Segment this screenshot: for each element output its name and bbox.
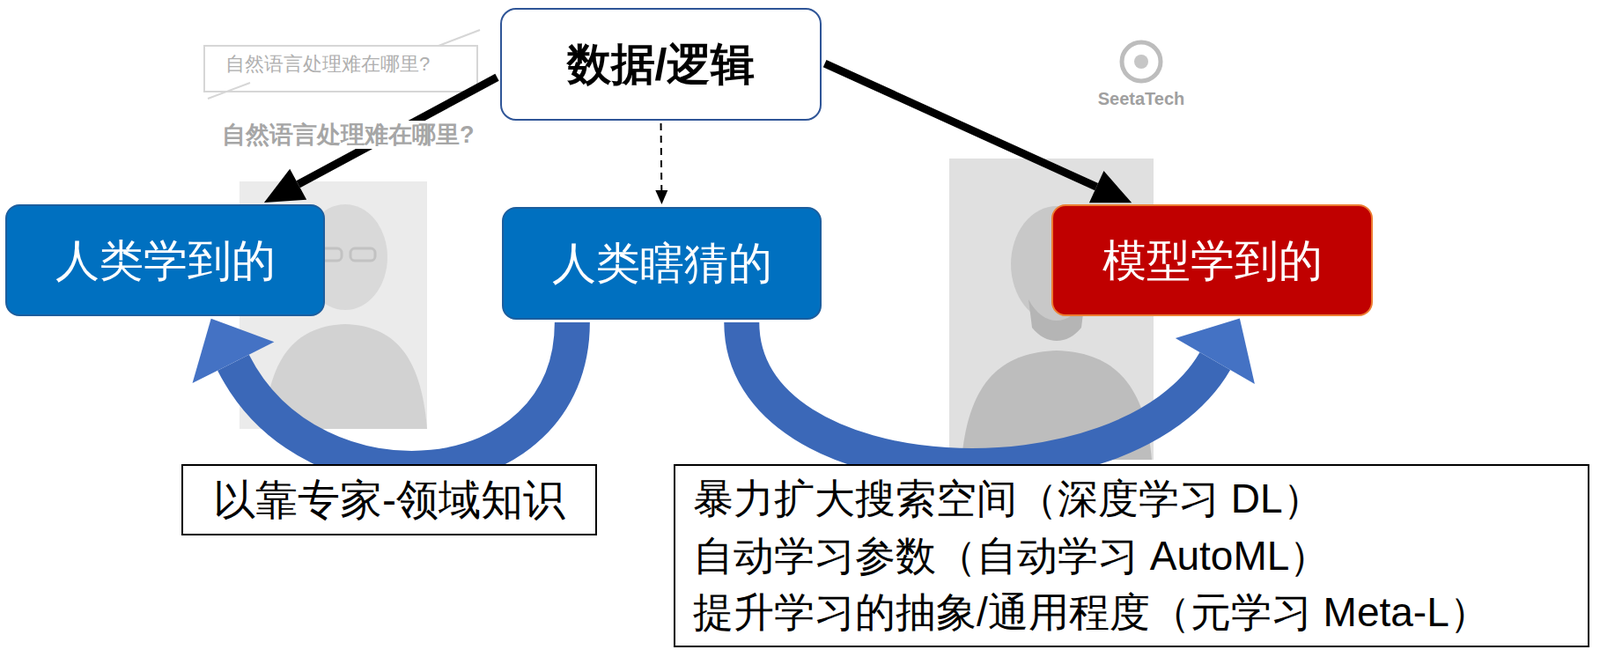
- logo-pupil: [1134, 54, 1149, 69]
- watermark-text: SeetaTech: [1095, 88, 1188, 110]
- connector-line: [741, 322, 1216, 466]
- concept-box: 人类学到的: [5, 204, 325, 317]
- arrow-head: [1175, 318, 1255, 384]
- watermark-text: 自然语言处理难在哪里?: [222, 52, 433, 76]
- logo-ring: [1121, 42, 1161, 82]
- node-text: 以靠专家-领域知识: [213, 474, 566, 526]
- node-text: 暴力扩大搜索空间（深度学习 DL）: [693, 470, 1324, 527]
- node-text: 提升学习的抽象/通用程度（元学习 Meta-L）: [693, 583, 1490, 641]
- connector-line: [233, 322, 573, 469]
- note-box: 暴力扩大搜索空间（深度学习 DL）自动学习参数（自动学习 AutoML）提升学习…: [673, 464, 1590, 648]
- arrow-head: [192, 318, 275, 384]
- node-text: 人类瞎猜的: [552, 236, 773, 290]
- node-text: 自动学习参数（自动学习 AutoML）: [693, 527, 1330, 584]
- company-logo: [1121, 42, 1161, 82]
- concept-box: 人类瞎猜的: [501, 206, 822, 320]
- node-text: 人类学到的: [55, 234, 276, 288]
- flow-arrow: [741, 318, 1255, 466]
- flow-arrow: [192, 318, 573, 469]
- arrow-head: [1089, 170, 1132, 203]
- connector-line: [660, 123, 664, 191]
- thumbnail-stroke: [207, 82, 251, 99]
- connector-line: [825, 63, 1098, 187]
- concept-box-highlight: 模型学到的: [1051, 204, 1373, 317]
- flow-arrow: [825, 63, 1133, 203]
- note-box: 以靠专家-领域知识: [181, 464, 598, 536]
- watermark-text: 自然语言处理难在哪里?: [219, 120, 478, 149]
- source-box: 数据/逻辑: [500, 7, 822, 121]
- node-text: 数据/逻辑: [567, 37, 756, 91]
- portrait-glasses: [350, 248, 376, 261]
- node-text: 模型学到的: [1102, 234, 1323, 288]
- flow-arrow: [655, 123, 668, 205]
- thumbnail-stroke: [438, 29, 480, 46]
- arrow-head: [264, 169, 307, 203]
- arrow-head: [655, 190, 668, 205]
